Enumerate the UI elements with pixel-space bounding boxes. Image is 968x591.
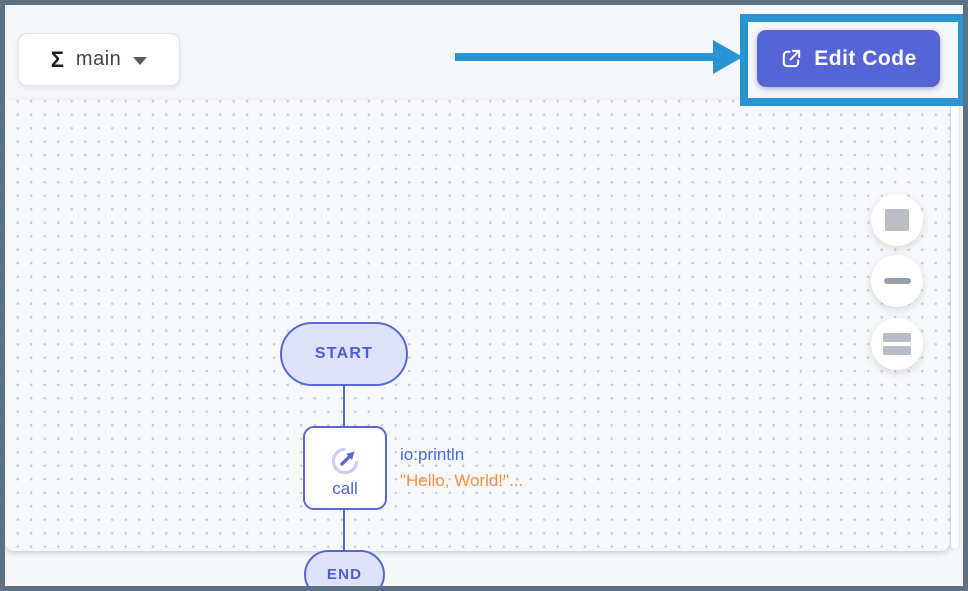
stack-icon [883, 333, 911, 355]
function-name-label: main [75, 48, 122, 70]
edit-code-label: Edit Code [814, 46, 917, 70]
call-icon [331, 447, 359, 474]
diagram-layers-button[interactable] [871, 318, 923, 370]
fit-to-screen-button[interactable] [871, 194, 923, 246]
square-icon [885, 209, 909, 231]
zoom-out-button[interactable] [871, 255, 923, 307]
call-node-label: call [332, 478, 358, 498]
end-node-label: END [326, 566, 363, 583]
connector-line [343, 509, 345, 551]
edit-code-button[interactable]: Edit Code [757, 30, 940, 87]
annotation-arrow-head [713, 40, 743, 74]
start-node[interactable]: START [280, 322, 408, 386]
call-argument-label: "Hello, World!"... [400, 471, 524, 490]
vertical-scrollbar[interactable] [951, 102, 959, 549]
call-expression-label: io:println [400, 445, 465, 464]
annotation-arrow-shaft [455, 53, 714, 61]
function-selector-dropdown[interactable]: Σ main [18, 33, 180, 86]
call-node-details[interactable]: io:println "Hello, World!"... [400, 445, 523, 491]
start-node-label: START [314, 345, 374, 362]
annotation-highlight-box [740, 14, 963, 106]
sigma-icon: Σ [50, 46, 64, 72]
connector-line [343, 385, 345, 427]
call-node[interactable]: call [303, 426, 387, 510]
chevron-down-icon [133, 57, 148, 65]
open-in-new-icon [783, 49, 801, 68]
diagram-canvas[interactable]: START call io:println "Hello, World!"...… [5, 100, 950, 586]
minus-icon [883, 278, 911, 284]
end-node[interactable]: END [304, 550, 385, 586]
